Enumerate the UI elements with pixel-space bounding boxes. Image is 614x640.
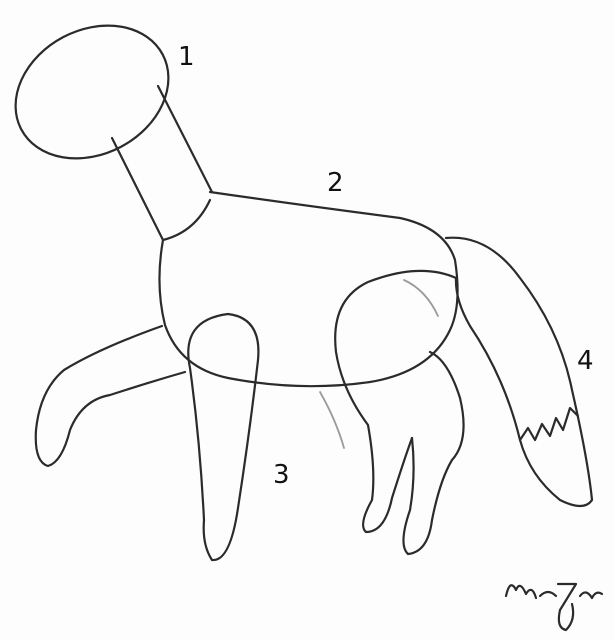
body-shape xyxy=(159,192,457,386)
head-oval xyxy=(0,0,192,184)
tail-shape xyxy=(446,238,592,506)
back-legs xyxy=(320,271,464,554)
neck-shape xyxy=(112,86,212,240)
label-4-tail: 4 xyxy=(577,348,594,374)
label-3-legs: 3 xyxy=(273,462,290,488)
label-1-head: 1 xyxy=(178,44,195,70)
front-legs xyxy=(36,314,259,560)
artist-signature xyxy=(506,584,602,630)
label-2-body: 2 xyxy=(327,170,344,196)
